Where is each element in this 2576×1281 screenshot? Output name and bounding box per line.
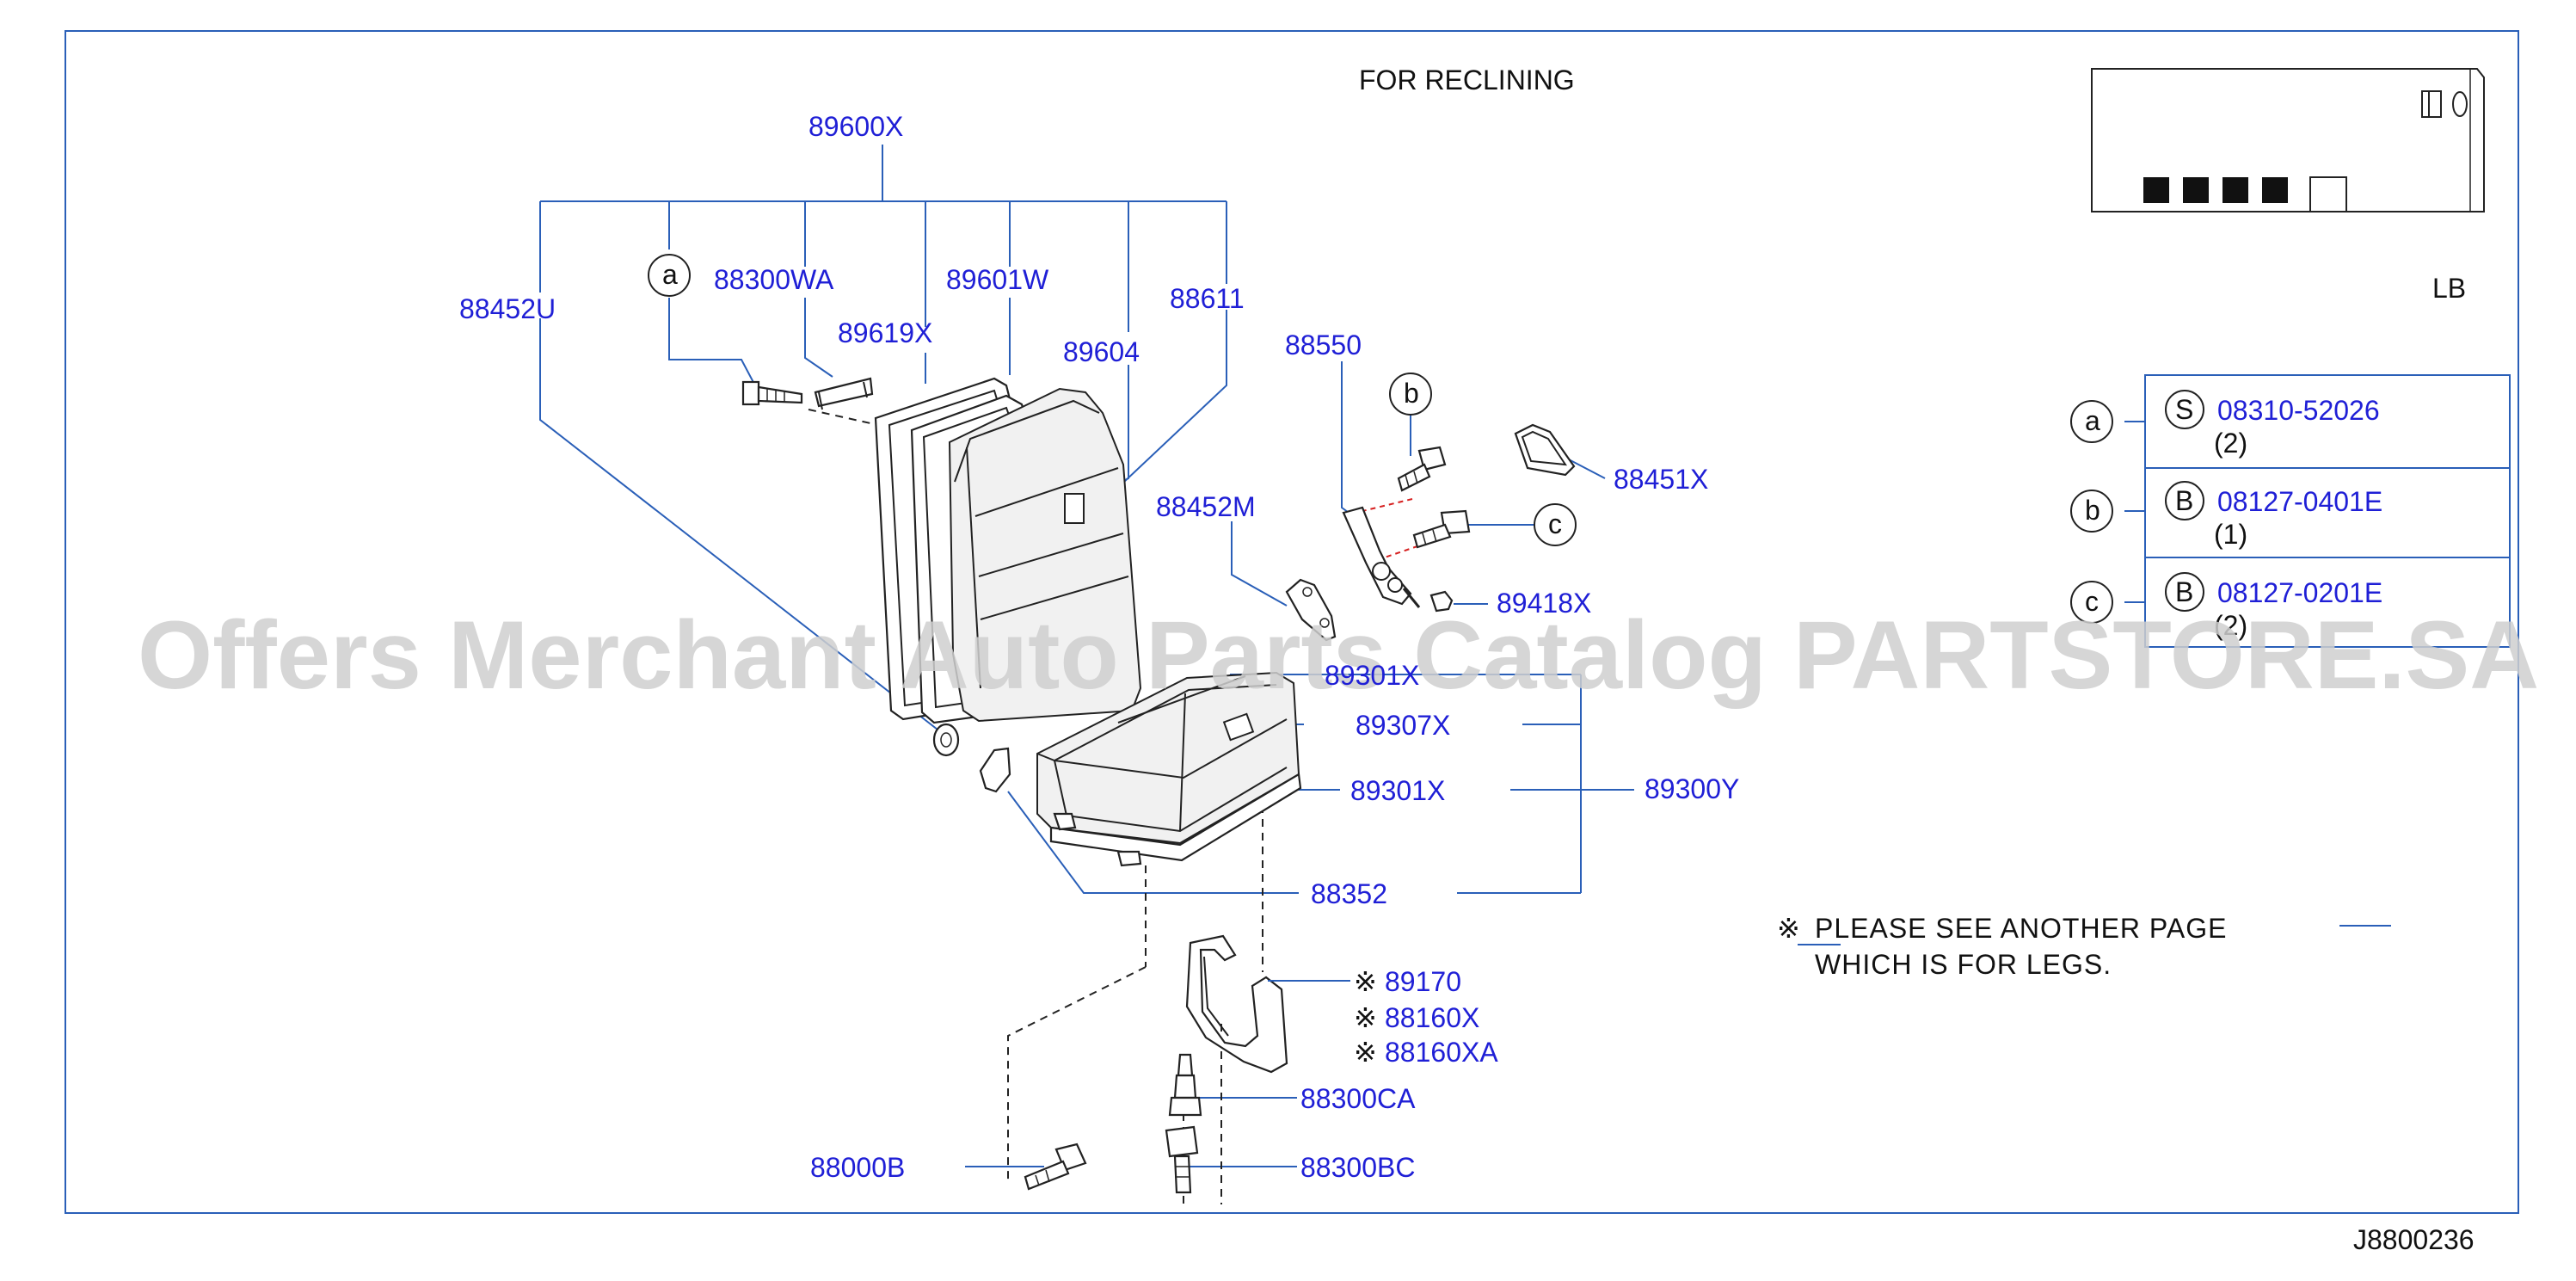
seat-cushion-icon (1036, 671, 1302, 867)
part-88550[interactable]: 88550 (1285, 329, 1362, 360)
assembly-dash-lines (808, 409, 1446, 1204)
watermark: Offers Merchant Auto Parts Catalog PARTS… (138, 601, 2539, 709)
fastener-qty: (2) (2214, 610, 2247, 641)
fastener-type-s: S (2175, 394, 2193, 425)
part-89301x-top[interactable]: 89301X (1325, 660, 1419, 691)
seatback-trim-icon (948, 387, 1142, 723)
fastener-qty: (1) (2214, 519, 2247, 550)
note-line-1: PLEASE SEE ANOTHER PAGE (1815, 913, 2227, 944)
knob-89418x-icon (1429, 590, 1454, 613)
callout-label-b: b (2085, 495, 2100, 526)
note-symbol: ※ (1777, 913, 1800, 944)
callout-c-label: c (1548, 508, 1562, 539)
bolt-88300ca-icon (1168, 1053, 1202, 1117)
legs-note-symbol: ※ (1354, 1037, 1377, 1068)
cover-88352-icon (979, 747, 1011, 793)
callout-label-c: c (2085, 586, 2099, 617)
fastener-type-b: B (2175, 485, 2193, 516)
diagram-title: FOR RECLINING (1359, 65, 1575, 95)
part-88611[interactable]: 88611 (1170, 283, 1245, 314)
fastener-part-number[interactable]: 08127-0201E (2217, 577, 2382, 608)
fastener-type-b: B (2175, 576, 2193, 607)
legs-note: ※ PLEASE SEE ANOTHER PAGE WHICH IS FOR L… (1777, 913, 2227, 980)
leg-bracket-icon (1185, 934, 1288, 1074)
callout-a-label: a (662, 259, 678, 290)
bolt-a-icon (741, 380, 803, 406)
part-89418x[interactable]: 89418X (1497, 588, 1591, 619)
part-89601w[interactable]: 89601W (946, 264, 1049, 295)
callout-c[interactable]: c (1534, 503, 1577, 546)
bolt-b-icon (1397, 446, 1447, 492)
fastener-row-c[interactable]: c B 08127-0201E (2) (2070, 572, 2382, 641)
cover-88451x-icon (1514, 423, 1576, 477)
legs-note-symbol: ※ (1354, 1002, 1377, 1033)
bolt-88300bc-icon (1165, 1125, 1199, 1194)
part-89307x[interactable]: 89307X (1356, 710, 1450, 741)
part-89619x[interactable]: 89619X (838, 317, 932, 348)
fastener-table: a S 08310-52026 (2) b B 08127-0401E (1) … (2070, 374, 2511, 648)
diagram-frame (65, 30, 2519, 1214)
note-line-2: WHICH IS FOR LEGS. (1815, 949, 2112, 980)
part-88352[interactable]: 88352 (1311, 878, 1387, 909)
part-88300wa[interactable]: 88300WA (714, 264, 834, 295)
part-89300y[interactable]: 89300Y (1645, 773, 1739, 804)
callout-label-a: a (2085, 405, 2100, 436)
fastener-row-b[interactable]: b B 08127-0401E (1) (2070, 481, 2382, 550)
part-89600x[interactable]: 89600X (808, 111, 903, 142)
callout-a[interactable]: a (648, 254, 691, 297)
callout-b[interactable]: b (1389, 373, 1432, 416)
fastener-part-number[interactable]: 08310-52026 (2217, 395, 2380, 426)
bolt-c-icon (1412, 509, 1471, 549)
legs-note-symbol: ※ (1354, 966, 1377, 997)
fastener-qty: (2) (2214, 428, 2247, 459)
fastener-row-a[interactable]: a S 08310-52026 (2) (2070, 390, 2380, 459)
part-88451x[interactable]: 88451X (1614, 464, 1708, 495)
clip-88300wa-icon (814, 377, 874, 410)
part-89170[interactable]: 89170 (1385, 966, 1461, 997)
part-88452u[interactable]: 88452U (459, 293, 556, 324)
figure-id: J8800236 (2353, 1224, 2475, 1255)
part-88160xa[interactable]: 88160XA (1385, 1037, 1498, 1068)
part-88160x[interactable]: 88160X (1385, 1002, 1479, 1033)
cover-88452m-icon (1285, 578, 1337, 642)
part-88300ca[interactable]: 88300CA (1300, 1083, 1416, 1114)
fastener-part-number[interactable]: 08127-0401E (2217, 486, 2382, 517)
bolt-88000b-icon (1024, 1142, 1087, 1191)
callout-b-label: b (1404, 378, 1419, 409)
part-88452m[interactable]: 88452M (1156, 491, 1256, 522)
part-89604[interactable]: 89604 (1063, 336, 1140, 367)
part-89301x[interactable]: 89301X (1350, 775, 1445, 806)
recliner-lever-icon (1342, 506, 1421, 608)
part-labels: 89600X 88452U 88300WA 89619X 89601W 8960… (459, 111, 1739, 1183)
part-88000b[interactable]: 88000B (810, 1152, 905, 1183)
part-88300bc[interactable]: 88300BC (1300, 1152, 1415, 1183)
cap-88452u-icon (932, 723, 960, 757)
vehicle-location-diagram (2091, 68, 2485, 212)
corner-label: LB (2432, 273, 2466, 304)
